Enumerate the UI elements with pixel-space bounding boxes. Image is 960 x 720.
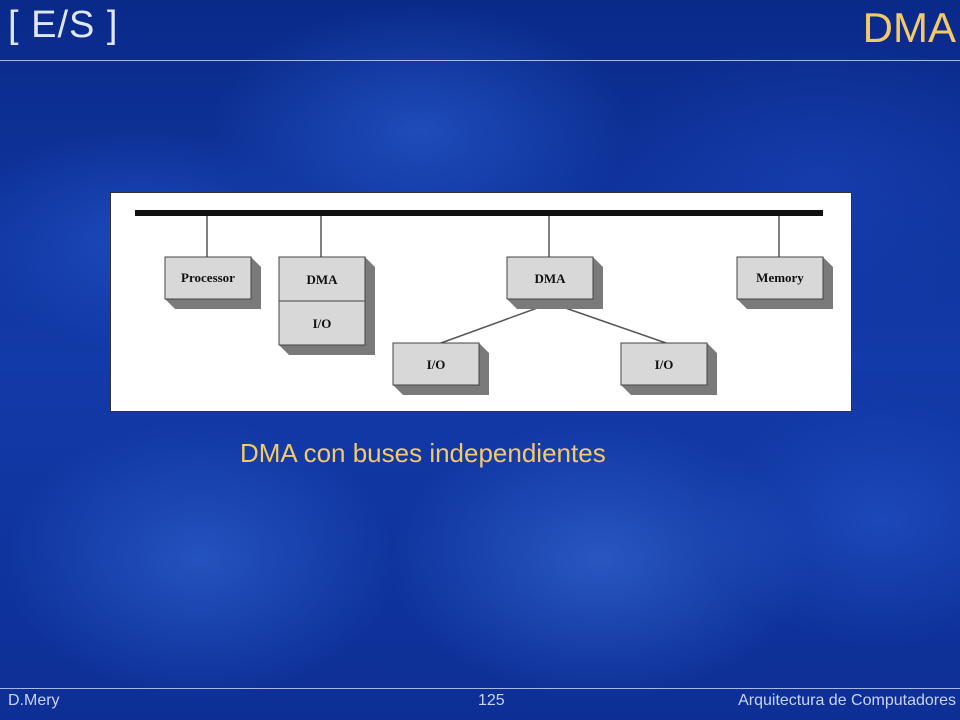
diagram-canvas: Processor DMA I/O DMA Memory bbox=[135, 210, 833, 395]
footer-course: Arquitectura de Computadores bbox=[738, 692, 956, 709]
dma-left-label: DMA bbox=[306, 272, 338, 287]
section-title: [ E/S ] bbox=[8, 4, 119, 46]
io-bus-right bbox=[550, 302, 667, 344]
slide-title: DMA bbox=[862, 4, 956, 51]
dma-center-label: DMA bbox=[534, 271, 566, 286]
io-center-left-box: I/O bbox=[392, 342, 489, 395]
dma-center-box: DMA bbox=[506, 256, 603, 309]
io-bus-left bbox=[440, 302, 552, 344]
io-center-right-label: I/O bbox=[655, 357, 674, 372]
processor-label: Processor bbox=[181, 270, 235, 285]
system-bus bbox=[135, 210, 823, 216]
io-left-box: I/O bbox=[278, 300, 375, 355]
io-center-left-label: I/O bbox=[427, 357, 446, 372]
top-divider bbox=[0, 60, 960, 61]
io-left-label: I/O bbox=[313, 316, 332, 331]
processor-box: Processor bbox=[164, 256, 261, 309]
dma-diagram: Processor DMA I/O DMA Memory bbox=[110, 192, 852, 412]
memory-label: Memory bbox=[756, 270, 804, 285]
footer-author: D.Mery bbox=[8, 692, 60, 709]
io-center-right-box: I/O bbox=[620, 342, 717, 395]
diagram-caption: DMA con buses independientes bbox=[240, 438, 606, 468]
footer-page-number: 125 bbox=[478, 692, 505, 709]
bottom-divider bbox=[0, 688, 960, 689]
memory-box: Memory bbox=[736, 256, 833, 309]
